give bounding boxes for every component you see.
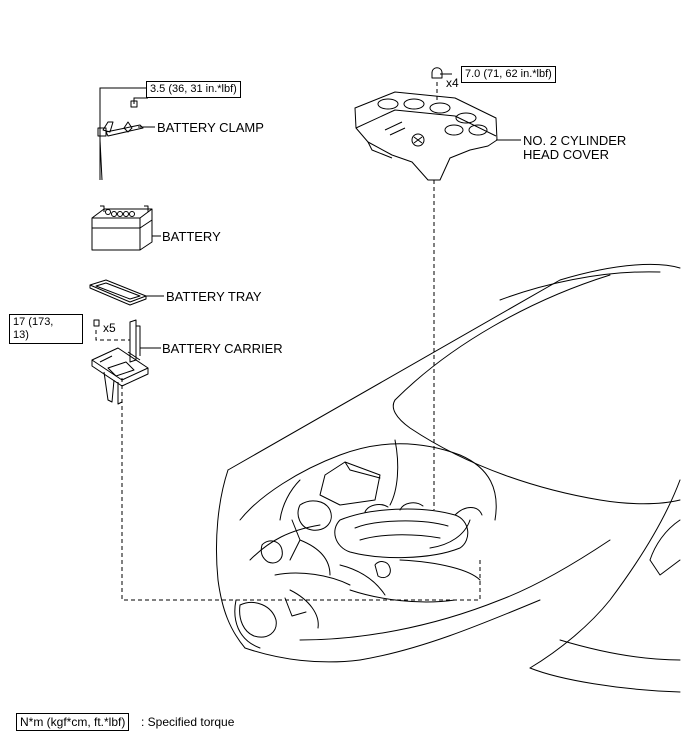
label-battery-tray: BATTERY TRAY	[166, 289, 262, 304]
quantity-carrier: x5	[103, 321, 116, 335]
battery-illustration	[91, 205, 153, 251]
battery-clamp-illustration	[97, 100, 144, 181]
label-battery-carrier: BATTERY CARRIER	[162, 341, 283, 356]
torque-carrier: 17 (173, 13)	[9, 314, 83, 344]
label-battery: BATTERY	[162, 229, 221, 244]
label-head-cover-line2: HEAD COVER	[523, 147, 609, 162]
battery-tray-illustration	[89, 279, 147, 306]
torque-clamp: 3.5 (36, 31 in.*lbf)	[146, 81, 241, 98]
installation-leader-lines	[95, 82, 481, 601]
torque-head-cover: 7.0 (71, 62 in.*lbf)	[461, 66, 556, 83]
cylinder-head-cover-illustration	[354, 67, 498, 181]
car-body-illustration	[215, 263, 681, 693]
legend-description: : Specified torque	[141, 715, 235, 729]
legend-torque-unit: N*m (kgf*cm, ft.*lbf)	[16, 713, 130, 731]
torque-carrier-line1: 17 (173,	[13, 316, 54, 328]
label-battery-clamp: BATTERY CLAMP	[157, 120, 264, 135]
torque-carrier-line2: 13)	[13, 329, 29, 341]
label-head-cover-line1: NO. 2 CYLINDER	[523, 133, 627, 148]
quantity-head-cover: x4	[446, 76, 459, 90]
battery-carrier-illustration	[91, 319, 149, 405]
